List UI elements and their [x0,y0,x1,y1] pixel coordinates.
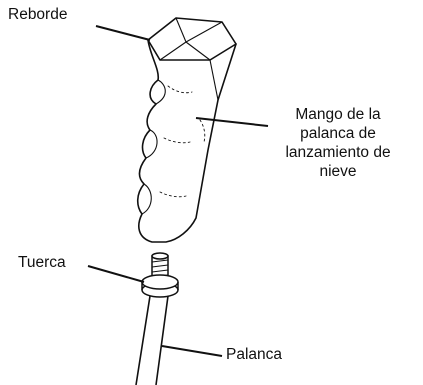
lever-illustration [135,295,169,385]
label-mango-line-3: lanzamiento de [285,144,391,161]
leader-lines [87,25,269,357]
leader-palanca [161,345,223,357]
handle-illustration [136,17,237,243]
leader-mango [195,117,269,127]
label-mango-palanca: Mango de la palanca de lanzamiento de ni… [268,105,408,181]
label-palanca: Palanca [226,346,283,363]
nut-illustration [141,252,179,298]
handle-grip-body [136,39,237,243]
label-mango-line-1: Mango de la [295,106,381,123]
label-mango-line-4: nieve [319,163,357,180]
label-reborde: Reborde [8,6,68,23]
leader-tuerca [87,265,145,283]
lever-rod [135,295,169,385]
label-tuerca: Tuerca [18,254,66,271]
label-mango-line-2: palanca de [300,125,376,142]
leader-reborde [95,25,151,41]
